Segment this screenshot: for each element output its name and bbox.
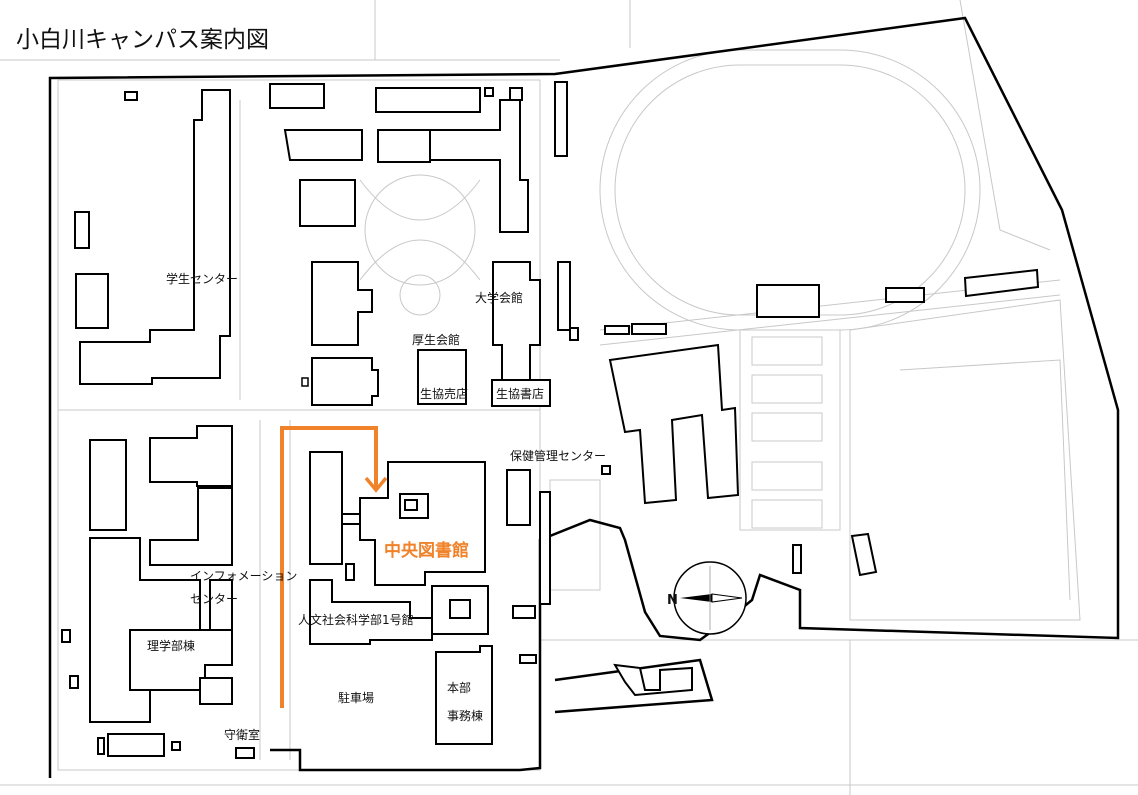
route-to-library <box>280 426 388 708</box>
label-health-center: 保健管理センター <box>510 448 606 463</box>
label-university-hall: 大学会館 <box>475 290 523 305</box>
label-student-center: 学生センター <box>166 271 238 286</box>
label-admin-line2: 事務棟 <box>447 708 483 723</box>
label-coop-bookstore: 生協書店 <box>496 386 544 401</box>
label-information-center-line1: インフォメーション <box>190 569 297 583</box>
compass-north-label: N <box>667 593 678 608</box>
map-title: 小白川キャンパス案内図 <box>16 27 269 53</box>
label-parking: 駐車場 <box>338 690 374 705</box>
label-central-library: 中央図書館 <box>384 540 469 561</box>
label-guardroom: 守衛室 <box>224 727 260 742</box>
label-welfare-hall: 厚生会館 <box>412 332 460 347</box>
map-labels: 学生センター 大学会館 厚生会館 生協売店 生協書店 保健管理センター 中央図書… <box>147 271 606 742</box>
label-humanities-building: 人文社会科学部1号館 <box>298 612 414 627</box>
label-admin-line1: 本部 <box>447 680 471 695</box>
label-coop-store: 生協売店 <box>420 386 468 401</box>
compass-icon: N <box>667 561 747 635</box>
label-information-center-line2: センター <box>190 592 238 606</box>
label-science-building: 理学部棟 <box>147 638 195 653</box>
buildings <box>61 81 1040 759</box>
